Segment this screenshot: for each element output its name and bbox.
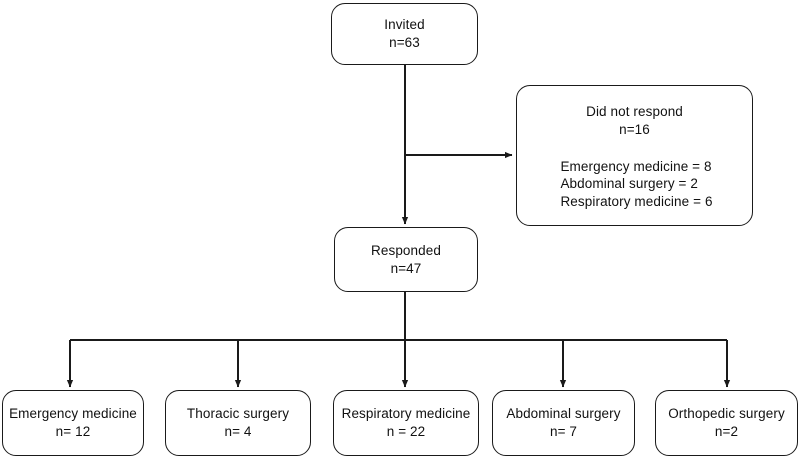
node-did-not-respond-count: n=16 <box>619 121 650 137</box>
node-specialty-label: Orthopedic surgery <box>668 406 785 422</box>
node-specialty-count: n= 4 <box>224 424 252 439</box>
node-did-not-respond-label: Did not respond <box>586 104 683 119</box>
node-invited-label: Invited <box>384 17 425 33</box>
node-invited-count: n=63 <box>389 35 420 50</box>
node-responded-label: Responded <box>371 242 441 258</box>
node-responded-count: n=47 <box>390 260 422 276</box>
node-specialty-count: n= 12 <box>55 424 91 439</box>
node-did-not-respond-header: Did not respond n=16 <box>517 103 752 139</box>
node-specialty-label: Abdominal surgery <box>506 406 621 422</box>
node-specialty-orthopedic-surgery: Orthopedic surgery n=2 <box>655 390 798 456</box>
node-specialty-count: n=2 <box>714 424 739 439</box>
node-responded: Responded n=47 <box>334 227 478 292</box>
node-specialty-thoracic-surgery: Thoracic surgery n= 4 <box>165 390 311 456</box>
node-specialty-respiratory-medicine: Respiratory medicine n = 22 <box>333 390 479 456</box>
node-specialty-label: Respiratory medicine <box>341 406 471 422</box>
node-invited: Invited n=63 <box>331 3 478 65</box>
node-did-not-respond-breakdown: Emergency medicine = 8 Abdominal surgery… <box>556 158 712 211</box>
node-specialty-label: Emergency medicine <box>9 406 137 422</box>
node-specialty-abdominal-surgery: Abdominal surgery n= 7 <box>492 390 635 456</box>
node-did-not-respond: Did not respond n=16 Emergency medicine … <box>516 85 753 226</box>
node-specialty-label: Thoracic surgery <box>186 406 290 422</box>
breakdown-item-abdominal: Abdominal surgery = 2 <box>560 176 699 192</box>
breakdown-item-respiratory: Respiratory medicine = 6 <box>560 194 713 210</box>
node-specialty-emergency-medicine: Emergency medicine n= 12 <box>2 390 144 456</box>
node-specialty-count: n= 7 <box>549 424 578 439</box>
breakdown-item-emergency: Emergency medicine = 8 <box>560 158 712 174</box>
node-specialty-count: n = 22 <box>386 424 426 439</box>
